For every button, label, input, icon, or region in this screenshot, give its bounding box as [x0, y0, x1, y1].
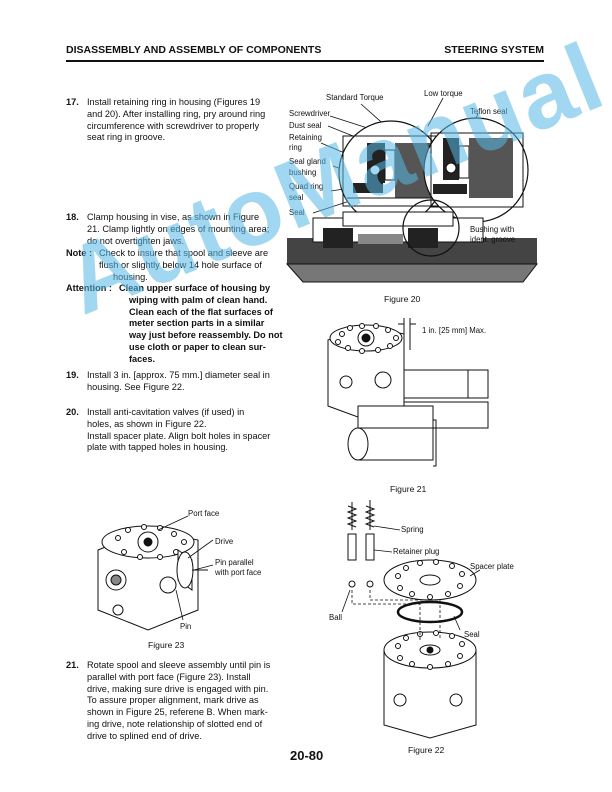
- label-teflon-seal: Teflon seal: [470, 107, 508, 116]
- figure-20-caption: Figure 20: [384, 294, 421, 304]
- label-standard-torque: Standard Torque: [326, 93, 384, 102]
- header-section-title: DISASSEMBLY AND ASSEMBLY OF COMPONENTS: [66, 44, 322, 56]
- figure-23-drawing: [97, 515, 214, 631]
- label-pin: Pin: [180, 622, 192, 631]
- label-ring: ring: [289, 143, 303, 152]
- note-text-line: flush or slightly below 14 hole surface …: [99, 259, 262, 270]
- step-text-line: drive to splined end of drive.: [87, 730, 202, 741]
- label-screwdriver: Screwdriver: [289, 109, 331, 118]
- step-number: 17.: [66, 97, 79, 107]
- attention-text-line: meter section parts in a similar: [129, 318, 265, 329]
- figure-23-caption: Figure 23: [148, 640, 185, 650]
- label-with-port-face: with port face: [215, 568, 262, 577]
- step-text-line: Clamp housing in vise, as shown in Figur…: [87, 212, 260, 222]
- step-text-line: ing drive, note relationship of slotted …: [87, 718, 263, 729]
- step-number: 18.: [66, 212, 79, 222]
- step-text-line: 21. Clamp lightly on edges of mounting a…: [87, 223, 270, 234]
- label-spring: Spring: [401, 525, 424, 534]
- note-label: Note :: [66, 248, 93, 258]
- page-header: DISASSEMBLY AND ASSEMBLY OF COMPONENTS S…: [66, 44, 544, 62]
- attention-text-line: Clean each of the flat surfaces of: [129, 306, 273, 317]
- header-chapter-title: STEERING SYSTEM: [444, 44, 544, 56]
- attention-text-line: Clean upper surface of housing by: [119, 283, 271, 293]
- label-seal: Seal: [464, 630, 480, 639]
- figure-21-drawing: [327, 318, 489, 467]
- label-dimension-max: 1 in. [25 mm] Max.: [422, 326, 487, 335]
- label-drive: Drive: [215, 537, 234, 546]
- label-seal: seal: [289, 193, 304, 202]
- attention-text-line: way just before reassembly. Do not: [129, 330, 283, 341]
- figure-22-caption: Figure 22: [408, 745, 445, 755]
- step-text-line: Install anti-cavitation valves (if used)…: [87, 407, 245, 417]
- step-text-line: do not overtighten jaws.: [87, 235, 185, 246]
- step-text-line: Rotate spool and sleeve assembly until p…: [87, 660, 271, 670]
- step-number: 20.: [66, 407, 79, 417]
- label-bushing: bushing: [289, 168, 317, 177]
- step-text-line: shown in Figure 25, referene B. When mar…: [87, 707, 268, 718]
- label-low-torque: Low torque: [424, 89, 463, 98]
- figure-21-caption: Figure 21: [390, 484, 427, 494]
- label-seal-2: Seal: [289, 208, 305, 217]
- step-text-line: Install spacer plate. Align bolt holes i…: [87, 430, 271, 441]
- attention-text-line: use cloth or paper to clean sur-: [129, 341, 266, 352]
- label-retaining: Retaining: [289, 133, 322, 142]
- figure-20-drawing: [285, 97, 539, 283]
- step-text-line: plate with tapped holes in housing.: [87, 442, 228, 453]
- step-text-line: To assure proper alignment, mark drive a…: [87, 695, 259, 706]
- step-text-line: seat ring in groove.: [87, 132, 166, 143]
- label-dust-seal: Dust seal: [289, 121, 322, 130]
- step-number: 21.: [66, 660, 79, 670]
- label-ident-groove: ident. groove: [470, 235, 516, 244]
- step-text-line: drive, making sure drive is engaged with…: [87, 683, 269, 694]
- step-text-line: Install retaining ring in housing (Figur…: [87, 97, 261, 107]
- attention-text-line: wiping with palm of clean hand.: [129, 294, 268, 305]
- attention-text-line: faces.: [129, 353, 156, 364]
- label-ball: Ball: [329, 613, 343, 622]
- label-port-face: Port face: [188, 509, 220, 518]
- step-text-line: circumference with screwdriver to proper…: [87, 120, 260, 131]
- step-text-line: Install 3 in. [approx. 75 mm.] diameter …: [87, 370, 270, 380]
- label-seal-gland: Seal gland: [289, 157, 326, 166]
- step-text-line: parallel with port face (Figure 23). Ins…: [87, 671, 251, 682]
- label-quad-ring: Quad ring: [289, 182, 324, 191]
- note-text-line: housing.: [113, 271, 148, 282]
- page-number: 20-80: [290, 748, 324, 763]
- label-bushing-with: Bushing with: [470, 225, 515, 234]
- attention-label: Attention :: [66, 283, 112, 293]
- step-text-line: holes, as shown in Figure 22.: [87, 418, 207, 429]
- step-text-line: and 20). After installing ring, pry arou…: [87, 108, 266, 119]
- step-number: 19.: [66, 370, 79, 380]
- label-spacer-plate: Spacer plate: [470, 562, 514, 571]
- note-text-line: Check to insure that spool and sleeve ar…: [99, 248, 269, 258]
- step-text-line: housing. See Figure 22.: [87, 381, 185, 392]
- figure-22-drawing: [341, 500, 481, 739]
- label-retainer-plug: Retainer plug: [393, 547, 440, 556]
- label-pin-parallel: Pin parallel: [215, 558, 254, 567]
